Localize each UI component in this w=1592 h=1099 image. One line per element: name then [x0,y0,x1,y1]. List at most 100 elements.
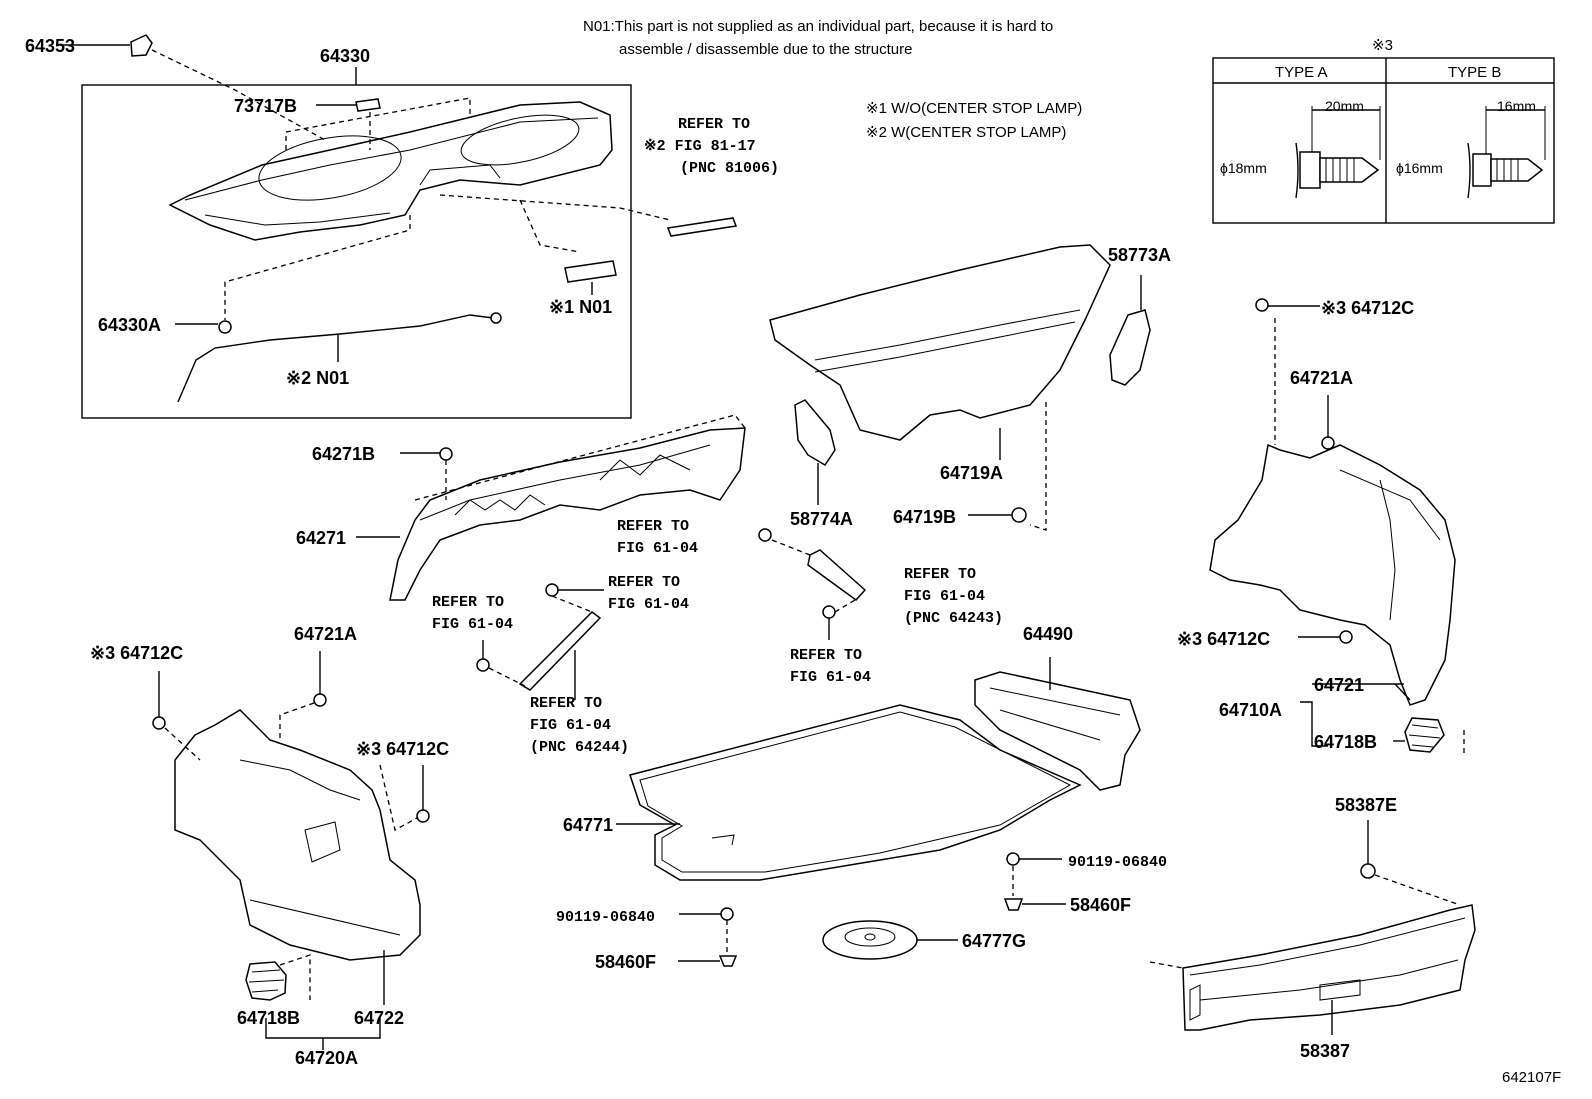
clip-64721A-right [1321,436,1335,450]
note-variant-2: ※2 W(CENTER STOP LAMP) [866,124,1066,141]
label-64720A[interactable]: 64720A [295,1048,358,1068]
ref-d-line1: REFER TO [904,566,976,583]
label-58460F-left[interactable]: 58460F [595,952,656,972]
center-stop-lamp [666,217,738,237]
label-64722[interactable]: 64722 [354,1008,404,1028]
hole-cover-64718B-right [1404,717,1445,753]
clip-58460F-right [1003,898,1024,911]
label-64330A[interactable]: 64330A [98,315,161,335]
ref-f-line3: (PNC 64244) [530,739,629,756]
label-90119-06840-left[interactable]: 90119-06840 [556,909,655,926]
label-58773A[interactable]: 58773A [1108,245,1171,265]
label-58774A[interactable]: 58774A [790,509,853,529]
bolt-fig-61-04-d [476,658,490,672]
package-tray-trim [168,101,613,241]
clip-58460F-left [718,955,738,967]
label-64712C-right-top[interactable]: ※3 64712C [1321,298,1414,318]
clip-64271B [439,447,453,461]
rear-scuff-plate-58387 [1182,904,1476,1031]
label-64718B-left[interactable]: 64718B [237,1008,300,1028]
note-n01-line1: N01:This part is not supplied as an indi… [583,18,1053,35]
ref-fig-81-17-line2: ※2 FIG 81-17 [644,138,756,155]
note-n01-line2: assemble / disassemble due to the struct… [619,41,912,58]
label-n01-2[interactable]: ※2 N01 [286,368,349,388]
bolt-90119-right [1006,852,1020,866]
clip-b-length: 16mm [1497,98,1536,114]
label-73717B[interactable]: 73717B [234,96,297,116]
label-64353[interactable]: 64353 [25,36,75,56]
label-58460F-right[interactable]: 58460F [1070,895,1131,915]
label-64271B[interactable]: 64271B [312,444,375,464]
clip-a-length: 20mm [1325,98,1364,114]
label-58387E[interactable]: 58387E [1335,795,1397,815]
clip-b-diameter: ϕ16mm [1396,160,1443,176]
ref-c-line1: REFER TO [432,594,504,611]
label-64712C-left-top[interactable]: ※3 64712C [90,643,183,663]
clip-a-diameter: ϕ18mm [1220,160,1267,176]
clip-64712C-right-bottom [1339,630,1353,644]
left-side-trim-64722 [174,709,421,961]
label-64710A[interactable]: 64710A [1219,700,1282,720]
clip-64719B [1011,507,1027,523]
ref-fig-81-17-line3: (PNC 81006) [680,160,779,177]
ref-c-line2: FIG 61-04 [432,616,513,633]
label-64330[interactable]: 64330 [320,46,370,66]
label-64712C-left-bottom[interactable]: ※3 64712C [356,739,449,759]
ref-b-line2: FIG 61-04 [608,596,689,613]
note-variant-1: ※1 W/O(CENTER STOP LAMP) [866,100,1082,117]
ref-e-line2: FIG 61-04 [790,669,871,686]
ref-d-line2: FIG 61-04 [904,588,985,605]
clip-type-a-label: TYPE A [1275,64,1328,81]
stay-64244 [518,611,602,691]
clip-64712C-left-bottom [416,809,430,823]
clip-type-table: ※3 TYPE A TYPE B 20mm ϕ18mm 16mm ϕ16mm [1212,37,1555,224]
label-90119-06840-right[interactable]: 90119-06840 [1068,854,1167,871]
spare-wheel-cover-64777G [822,920,918,960]
clip-64712C-left-top [152,716,166,730]
n01-bracket [564,260,617,283]
label-64271[interactable]: 64271 [296,528,346,548]
n01-wire-harness [177,314,494,403]
label-58387[interactable]: 58387 [1300,1041,1350,1061]
clip-table-title: ※3 [1372,37,1393,54]
bolt-90119-left [720,907,734,921]
clip-64330A [218,320,232,334]
ref-f-line1: REFER TO [530,695,602,712]
clip-73717B [355,98,381,112]
label-64490[interactable]: 64490 [1023,624,1073,644]
label-n01-1[interactable]: ※1 N01 [549,297,612,317]
label-64721[interactable]: 64721 [1314,675,1364,695]
ref-b-line1: REFER TO [608,574,680,591]
package-tray-side-trim [389,427,746,601]
ref-a-line2: FIG 61-04 [617,540,698,557]
label-64721A-right[interactable]: 64721A [1290,368,1353,388]
clip-64353 [130,34,153,57]
clip-58387E [1360,863,1376,879]
trim-panel-58774A [794,399,836,467]
ref-f-line2: FIG 61-04 [530,717,611,734]
label-64719B[interactable]: 64719B [893,507,956,527]
figure-code: 642107F [1502,1069,1561,1086]
trunk-side-cover-64490 [974,671,1141,791]
label-64771[interactable]: 64771 [563,815,613,835]
trunk-lid-trim [769,244,1111,441]
clip-type-b-label: TYPE B [1448,64,1501,81]
label-64718B-right[interactable]: 64718B [1314,732,1377,752]
bolt-fig-61-04-a [758,528,772,542]
label-64777G[interactable]: 64777G [962,931,1026,951]
ref-e-line1: REFER TO [790,647,862,664]
label-64719A[interactable]: 64719A [940,463,1003,483]
ref-fig-81-17-line1: REFER TO [678,116,750,133]
label-64721A-left[interactable]: 64721A [294,624,357,644]
bolt-fig-61-04-b [822,605,836,619]
bolt-fig-61-04-c [545,583,559,597]
trim-panel-58773A [1109,309,1151,386]
trunk-floor-mat [629,704,1082,881]
label-64712C-right-bottom[interactable]: ※3 64712C [1177,629,1270,649]
stay-64243 [807,549,867,602]
clip-64721A-left [313,693,327,707]
ref-d-line3: (PNC 64243) [904,610,1003,627]
right-side-trim-64721 [1209,443,1456,706]
clip-64712C-right-top [1255,298,1269,312]
